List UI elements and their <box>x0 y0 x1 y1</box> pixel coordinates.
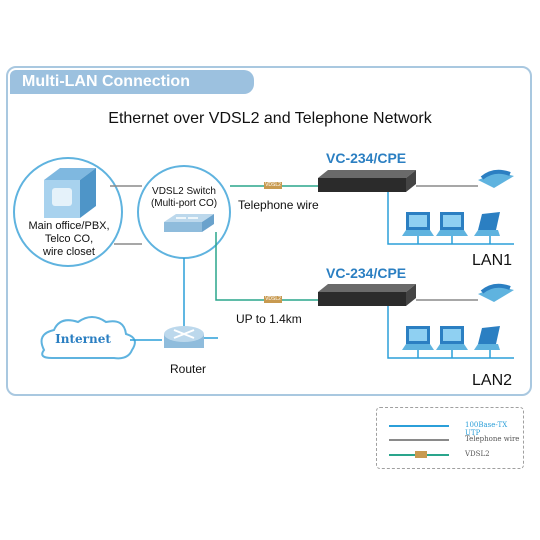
vdsl-tag-top-text: VDSL2 <box>265 182 281 188</box>
computer-icon <box>402 326 434 350</box>
legend: 100Base-TX UTP Telephone wire VDSL2 <box>376 407 524 469</box>
internet-cloud-icon <box>40 316 136 360</box>
laptop-icon <box>474 326 500 350</box>
legend-label-vdsl: VDSL2 <box>465 450 490 458</box>
lan1-label: LAN1 <box>472 252 513 269</box>
diagram-title: Ethernet over VDSL2 and Telephone Networ… <box>108 110 432 127</box>
vdsl-tag-top <box>264 182 282 189</box>
main-office-circle <box>13 157 123 267</box>
lan2-label: LAN2 <box>472 372 513 389</box>
internet-label: Internet <box>55 332 111 346</box>
router-label: Router <box>170 362 207 376</box>
legend-label-telephone: Telephone wire <box>465 435 520 443</box>
telephone-icon-bottom <box>478 283 514 302</box>
router-icon <box>164 326 204 348</box>
computer-icon <box>436 326 468 350</box>
legend-line-telephone <box>389 439 449 441</box>
legend-line-utp <box>389 425 449 427</box>
computer-icon <box>402 212 434 236</box>
vdsl2-switch-icon <box>164 214 214 232</box>
legend-label-utp: 100Base-TX UTP <box>465 421 508 437</box>
main-office-line3: wire closet <box>43 246 95 258</box>
section-header: Multi-LAN Connection <box>10 70 254 94</box>
telephone-wire-label: Telephone wire <box>238 198 319 212</box>
cpe-top-label: VC-234/CPE <box>326 150 407 166</box>
switch-line1: VDSL2 Switch <box>152 186 216 197</box>
cpe-device-top <box>318 170 416 192</box>
vdsl-tag-bottom <box>264 296 282 303</box>
computer-icon <box>436 212 468 236</box>
main-office-icon <box>44 168 96 218</box>
switch-line2: (Multi-port CO) <box>150 198 218 209</box>
main-office-label: Main office/PBX, Telco CO, wire closet <box>14 220 124 259</box>
switch-label: VDSL2 Switch (Multi-port CO) <box>140 186 228 210</box>
legend-vdsl-tag <box>415 451 427 458</box>
main-office-line1: Main office/PBX, <box>28 220 110 232</box>
cpe-bottom-label: VC-234/CPE <box>326 265 407 281</box>
cpe-device-bottom <box>318 284 416 306</box>
telephone-icon-top <box>478 169 514 188</box>
vdsl-tag-bottom-text: VDSL2 <box>265 296 281 302</box>
laptop-icon <box>474 212 500 236</box>
main-office-line2: Telco CO, <box>44 233 94 245</box>
distance-label: UP to 1.4km <box>236 312 302 326</box>
